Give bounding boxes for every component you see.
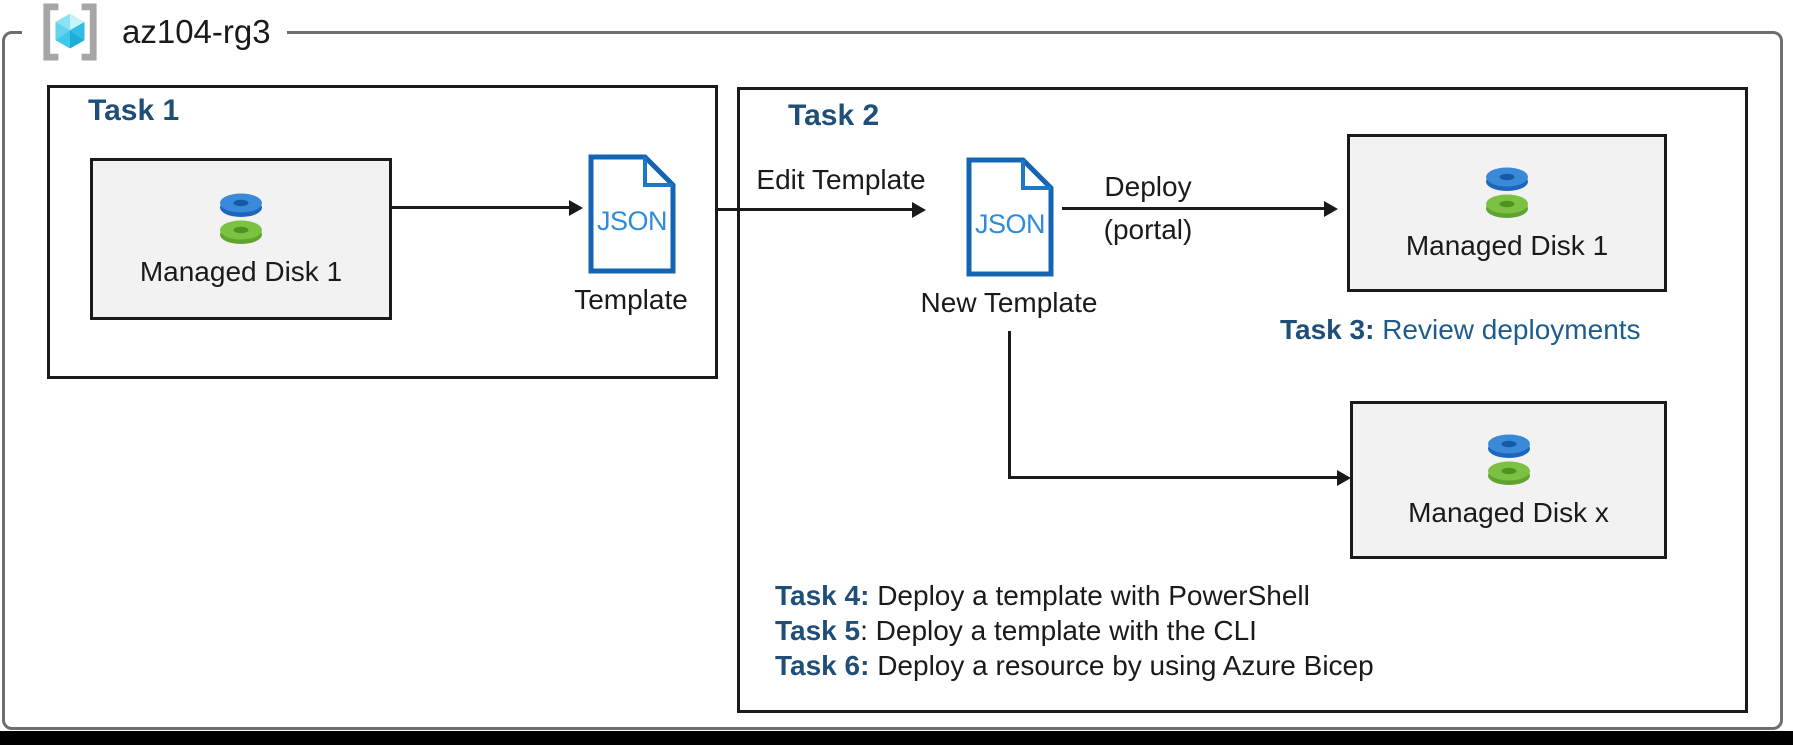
task4-bold: Task 4: <box>775 580 870 611</box>
arrowhead-icon <box>1337 469 1351 486</box>
arrow-to-disk-x <box>1008 469 1351 486</box>
new-template-label: New Template <box>920 287 1098 318</box>
task6-rest: Deploy a resource by using Azure Bicep <box>869 650 1374 681</box>
edit-template-label: Edit Template <box>756 164 926 195</box>
deploy-label: Deploy <box>1104 171 1192 202</box>
managed-disk-x-box: Managed Disk x <box>1350 401 1667 559</box>
task3-bold: Task 3: <box>1280 314 1375 345</box>
task3-rest: Review deployments <box>1374 314 1641 345</box>
bottom-bar <box>0 731 1793 745</box>
managed-disk-icon <box>1480 164 1534 218</box>
arrowhead-icon <box>1324 200 1338 217</box>
resource-group-border <box>2 31 1783 730</box>
task4-rest: Deploy a template with PowerShell <box>869 580 1310 611</box>
arrowhead-icon <box>569 199 583 216</box>
connector-vertical <box>1008 331 1011 479</box>
managed-disk-x-label: Managed Disk x <box>1408 497 1609 528</box>
task3-text: Task 3: Review deployments <box>1280 314 1641 346</box>
task6-text: Task 6: Deploy a resource by using Azure… <box>775 648 1374 683</box>
task5-rest: : Deploy a template with the CLI <box>860 615 1257 646</box>
task5-bold: Task 5 <box>775 615 861 646</box>
json-label: JSON <box>597 206 667 236</box>
task-list: Task 4: Deploy a template with PowerShel… <box>775 578 1374 683</box>
managed-disk-icon <box>1482 431 1536 485</box>
arrow-disk-to-template <box>392 199 583 216</box>
task4-text: Task 4: Deploy a template with PowerShel… <box>775 578 1374 613</box>
json-template-icon: JSON <box>588 154 676 274</box>
task1-title: Task 1 <box>88 94 180 127</box>
managed-disk-1-deployed-label: Managed Disk 1 <box>1405 230 1609 261</box>
json-label: JSON <box>975 209 1045 239</box>
arrow-edit-template <box>716 201 926 218</box>
task2-title: Task 2 <box>788 99 880 132</box>
task5-text: Task 5: Deploy a template with the CLI <box>775 613 1374 648</box>
resource-group-icon <box>38 2 102 62</box>
managed-disk-1-box: Managed Disk 1 <box>90 158 392 320</box>
portal-label: (portal) <box>1103 214 1193 245</box>
arrowhead-icon <box>912 201 926 218</box>
managed-disk-icon <box>214 190 268 244</box>
managed-disk-1-deployed-box: Managed Disk 1 <box>1347 134 1667 292</box>
json-new-template-icon: JSON <box>966 157 1054 277</box>
resource-group-header: az104-rg3 <box>22 2 287 62</box>
resource-group-label: az104-rg3 <box>122 13 271 50</box>
arrow-deploy-portal <box>1062 200 1338 217</box>
template-label: Template <box>574 284 688 315</box>
managed-disk-1-label: Managed Disk 1 <box>139 256 343 287</box>
task6-bold: Task 6: <box>775 650 870 681</box>
